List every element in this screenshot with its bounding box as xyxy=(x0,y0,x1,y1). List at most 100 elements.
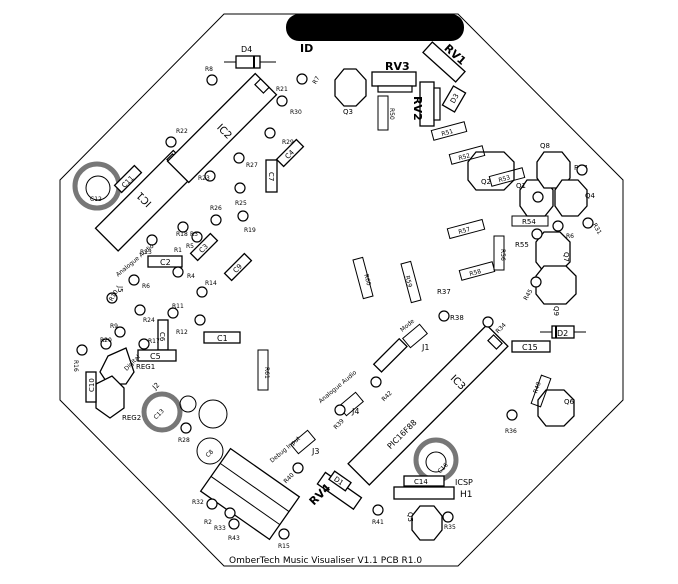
r30-label: R30 xyxy=(290,109,302,116)
c4: C4 xyxy=(275,138,305,168)
c3: C3 xyxy=(189,232,219,262)
r59: R59 xyxy=(400,260,422,304)
r21-label: R21 xyxy=(276,86,288,93)
rv3-label: RV3 xyxy=(385,60,410,73)
ic3-pin1-pad xyxy=(487,334,503,350)
c6-label: C6 xyxy=(158,332,166,342)
c12: C12 xyxy=(72,161,122,211)
c2-label: C2 xyxy=(160,258,171,267)
r60: R60 xyxy=(352,256,374,300)
r6-label: R6 xyxy=(142,283,150,290)
d4: D4 xyxy=(224,45,276,69)
h1-label: H1 xyxy=(460,490,473,500)
id-label: ID xyxy=(300,42,313,55)
r36-label: R36 xyxy=(505,428,517,435)
r29-label: R29 xyxy=(282,139,294,146)
rv2: RV2 xyxy=(411,81,441,127)
id-tab xyxy=(286,14,464,41)
r14-label: R14 xyxy=(205,280,217,287)
r1-label: R1 xyxy=(174,247,182,254)
r45-label: R45 xyxy=(522,288,534,302)
r52: R52 xyxy=(448,145,486,165)
r62-label: R48 xyxy=(532,381,543,395)
q4: Q4 xyxy=(554,179,596,217)
r9-label: R9 xyxy=(110,323,118,330)
r61: R61 xyxy=(257,349,270,391)
r60-label: R60 xyxy=(362,273,372,286)
r37-label: R37 xyxy=(437,288,451,296)
j1-label: J1 xyxy=(421,343,429,352)
d2: D2 xyxy=(540,325,586,339)
rv2-label: RV2 xyxy=(411,96,424,121)
r3-label: R3 xyxy=(190,231,198,238)
c15-label: C15 xyxy=(522,343,538,352)
q8-label: Q8 xyxy=(540,142,550,150)
c10-label: C10 xyxy=(88,378,96,392)
c6: C6 xyxy=(157,319,169,351)
r54: R54 xyxy=(511,215,549,227)
r51: R51 xyxy=(430,121,468,141)
r50: R50 xyxy=(377,95,395,131)
j1-text: Mode xyxy=(399,318,416,334)
reg1-label: REG1 xyxy=(136,363,155,371)
r5-label: R5 xyxy=(186,243,194,250)
j4-label: J4 xyxy=(351,407,359,416)
c8-label: C8 xyxy=(204,448,215,459)
r23-label: R23 xyxy=(198,175,210,182)
r25-label: R25 xyxy=(235,200,247,207)
board-outline xyxy=(59,13,624,567)
reg2-label: REG2 xyxy=(122,414,141,422)
r62: R48 xyxy=(530,374,552,408)
r55-label: R55 xyxy=(515,241,529,249)
q5-label: Q5 xyxy=(406,512,414,522)
j4-text: Analogue Audio xyxy=(317,369,358,405)
c5: C5 xyxy=(137,349,177,362)
c11: C11 xyxy=(113,164,143,194)
r56-label: R56 xyxy=(499,249,506,261)
r43-label: R43 xyxy=(228,535,240,542)
r56: R56 xyxy=(493,235,506,271)
c10: C10 xyxy=(85,371,97,403)
r51-label: R51 xyxy=(441,128,454,138)
r38-label: R38 xyxy=(450,314,464,322)
r6b-label: R6 xyxy=(566,233,574,240)
ic3: IC3 PIC16F88 xyxy=(347,324,509,486)
r19-label: R19 xyxy=(244,227,256,234)
r42-label: R42 xyxy=(380,390,393,403)
ic2-pin1-pad xyxy=(254,78,270,94)
board-footer: OmberTech Music Visualiser V1.1 PCB R1.0 xyxy=(229,556,422,566)
r31-label: R31 xyxy=(591,222,603,236)
j3-text: Debug Input xyxy=(269,435,302,465)
header-h1: H1 ICSP xyxy=(393,478,473,500)
q3-label: Q3 xyxy=(343,108,353,116)
r59-label: R59 xyxy=(403,275,413,288)
r40-label: R40 xyxy=(282,472,295,485)
q5: Q5 xyxy=(406,505,443,541)
d4-label: D4 xyxy=(241,45,252,54)
d2-label: D2 xyxy=(557,329,568,338)
r17-label: R17 xyxy=(148,338,160,345)
c7: C7 xyxy=(265,159,278,193)
connector-j3: J3 Debug Input xyxy=(269,429,319,465)
c14: C14 xyxy=(403,475,445,487)
c12-label: C12 xyxy=(90,196,102,203)
d3-label: D3 xyxy=(449,92,461,105)
r15-label: R15 xyxy=(278,543,290,550)
r61-label: R61 xyxy=(263,367,270,379)
icsp-label: ICSP xyxy=(455,478,473,487)
r26-label: R26 xyxy=(210,205,222,212)
j3-label: J3 xyxy=(311,447,319,456)
q4-label: Q4 xyxy=(585,192,596,200)
r16-label: R16 xyxy=(72,360,79,372)
q9-label: Q9 xyxy=(552,306,560,316)
r4-label: R4 xyxy=(187,273,195,280)
q7-label: Q7 xyxy=(562,252,570,262)
d1: D1 xyxy=(328,470,352,492)
r12-label: R12 xyxy=(176,329,188,336)
q2: Q2 xyxy=(467,151,515,191)
r33-label: R33 xyxy=(214,525,226,532)
rv1: RV1 xyxy=(422,41,468,83)
r20-label: R20 xyxy=(100,337,112,344)
r22-label: R22 xyxy=(176,128,188,135)
